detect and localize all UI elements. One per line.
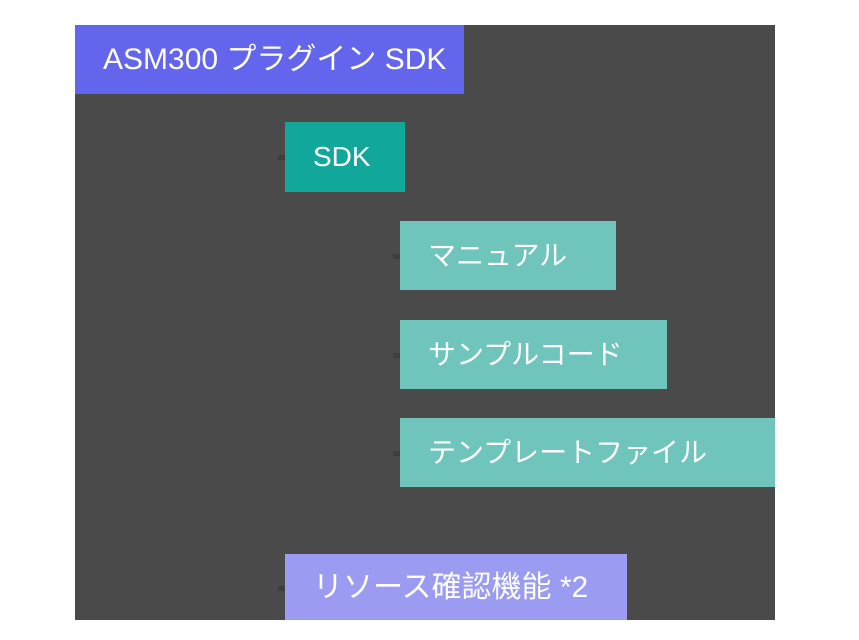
node-sdk[interactable]: SDK xyxy=(278,122,405,192)
node-template-file[interactable]: テンプレートファイル xyxy=(393,418,775,487)
node-template-file-label: テンプレートファイル xyxy=(428,436,708,468)
node-sdk-label: SDK xyxy=(313,141,371,172)
node-resource-check-label: リソース確認機能 *2 xyxy=(313,571,589,604)
mindmap-canvas[interactable]: ASM300 プラグイン SDK SDK マニュアル サンプルコード テンプレー… xyxy=(75,25,775,620)
connector-stub-icon xyxy=(393,450,400,456)
node-sample-code-label: サンプルコード xyxy=(428,338,623,370)
node-resource-check[interactable]: リソース確認機能 *2 xyxy=(278,554,627,620)
connector-stub-icon xyxy=(278,586,285,591)
connector-stub-icon xyxy=(393,352,400,358)
connector-stub-icon xyxy=(393,253,400,259)
node-root[interactable]: ASM300 プラグイン SDK xyxy=(75,25,464,94)
node-manual-label: マニュアル xyxy=(428,239,568,271)
node-sample-code[interactable]: サンプルコード xyxy=(393,320,667,389)
node-manual[interactable]: マニュアル xyxy=(393,221,616,290)
connector-stub-icon xyxy=(278,155,285,160)
node-root-label: ASM300 プラグイン SDK xyxy=(103,42,447,76)
